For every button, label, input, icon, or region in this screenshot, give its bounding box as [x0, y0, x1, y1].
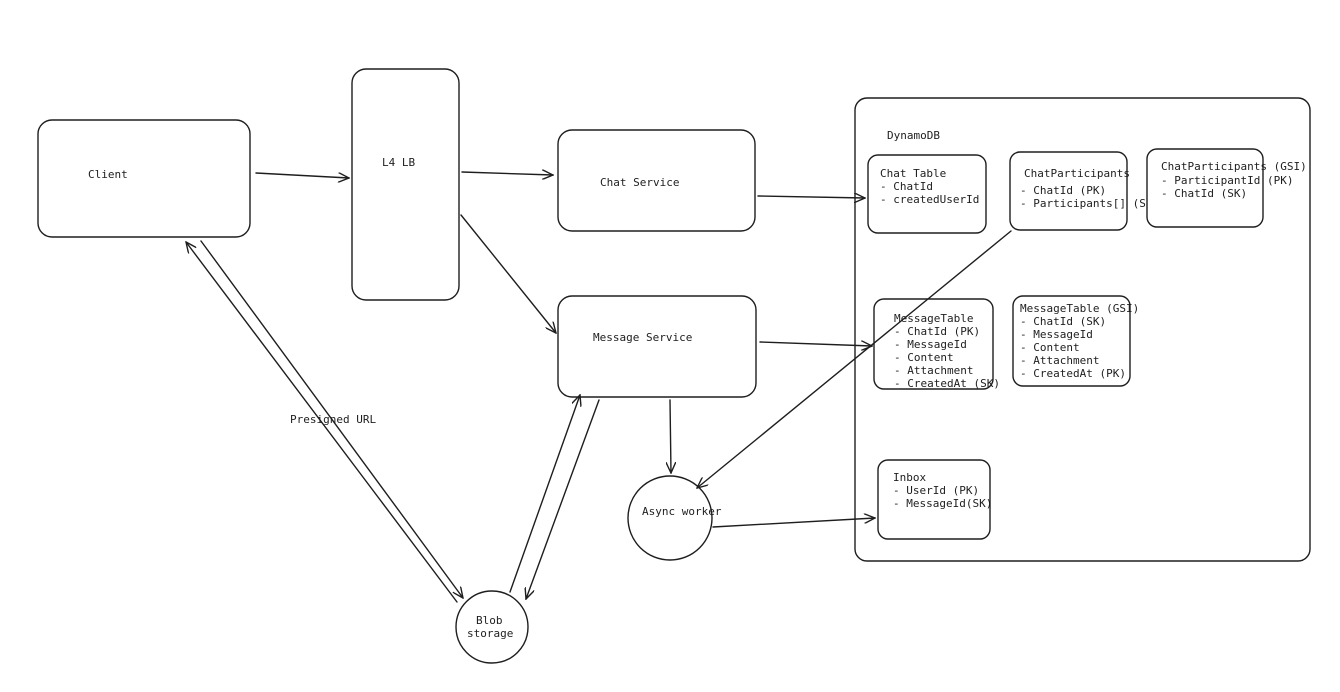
blob-to-message-service-arrow — [509, 395, 580, 593]
blob-storage-node[interactable]: Blob storage — [455, 590, 529, 664]
chat-service-node[interactable]: Chat Service — [557, 129, 756, 232]
async-worker-label: Async worker — [642, 505, 722, 518]
chat-participants-field: - Participants[] (SK) — [1020, 197, 1159, 210]
message-table[interactable]: MessageTable - ChatId (PK) - MessageId -… — [873, 298, 1000, 390]
inbox-title: Inbox — [893, 471, 926, 484]
chat-service-to-chat-table-arrow — [757, 196, 865, 198]
message-service-to-message-table-arrow — [759, 342, 872, 346]
message-table-field: - Attachment — [894, 364, 973, 377]
message-table-gsi-field: - MessageId — [1020, 328, 1093, 341]
dynamodb-container: DynamoDB — [854, 97, 1311, 562]
chat-service-label: Chat Service — [600, 176, 679, 189]
message-table-gsi[interactable]: MessageTable (GSI) - ChatId (SK) - Messa… — [1012, 295, 1139, 387]
blob-to-client-arrow — [186, 242, 458, 603]
chat-participants-to-async-worker-arrow — [697, 230, 1012, 488]
client-to-lb-arrow — [255, 172, 349, 178]
chat-participants-gsi-field: - ParticipantId (PK) — [1161, 174, 1293, 187]
chat-participants-table[interactable]: ChatParticipants - ChatId (PK) - Partici… — [1009, 151, 1159, 231]
client-node[interactable]: Client — [37, 119, 251, 238]
message-service-to-blob-arrow — [526, 399, 600, 599]
client-to-blob-arrow — [200, 240, 463, 598]
chat-table-title: Chat Table — [880, 167, 946, 180]
async-worker-node[interactable]: Async worker — [627, 475, 722, 561]
presigned-url-label: Presigned URL — [290, 413, 376, 426]
inbox-field: - MessageId(SK) — [893, 497, 992, 510]
message-table-gsi-field: - CreatedAt (PK) — [1020, 367, 1126, 380]
blob-storage-label-line1: Blob — [476, 614, 503, 627]
blob-storage-label-line2: storage — [467, 627, 513, 640]
chat-participants-gsi-table[interactable]: ChatParticipants (GSI) - ParticipantId (… — [1146, 148, 1307, 228]
message-table-field: - MessageId — [894, 338, 967, 351]
message-table-gsi-field: - ChatId (SK) — [1020, 315, 1106, 328]
lb-to-message-service-arrow — [460, 214, 556, 333]
chat-participants-gsi-field: - ChatId (SK) — [1161, 187, 1247, 200]
inbox-table[interactable]: Inbox - UserId (PK) - MessageId(SK) — [877, 459, 992, 540]
message-service-label: Message Service — [593, 331, 692, 344]
chat-participants-gsi-title: ChatParticipants (GSI) — [1161, 160, 1307, 173]
message-table-title: MessageTable — [894, 312, 973, 325]
message-table-gsi-field: - Content — [1020, 341, 1080, 354]
message-table-field: - ChatId (PK) — [894, 325, 980, 338]
client-label: Client — [88, 168, 128, 181]
message-service-to-async-worker-arrow — [670, 399, 671, 473]
message-table-gsi-title: MessageTable (GSI) — [1020, 302, 1139, 315]
chat-participants-field: - ChatId (PK) — [1020, 184, 1106, 197]
chat-table-field: - ChatId — [880, 180, 933, 193]
load-balancer-label: L4 LB — [382, 156, 415, 169]
message-table-field: - CreatedAt (SK) — [894, 377, 1000, 390]
message-service-node[interactable]: Message Service — [557, 295, 757, 398]
lb-to-chat-service-arrow — [461, 172, 553, 175]
dynamodb-title: DynamoDB — [887, 129, 940, 142]
chat-participants-title: ChatParticipants — [1024, 167, 1130, 180]
message-table-field: - Content — [894, 351, 954, 364]
chat-table[interactable]: Chat Table - ChatId - createdUserId — [867, 154, 987, 234]
load-balancer-node[interactable]: L4 LB — [351, 68, 460, 301]
message-table-gsi-field: - Attachment — [1020, 354, 1099, 367]
async-worker-to-inbox-arrow — [712, 518, 875, 528]
inbox-field: - UserId (PK) — [893, 484, 979, 497]
chat-table-field: - createdUserId — [880, 193, 979, 206]
